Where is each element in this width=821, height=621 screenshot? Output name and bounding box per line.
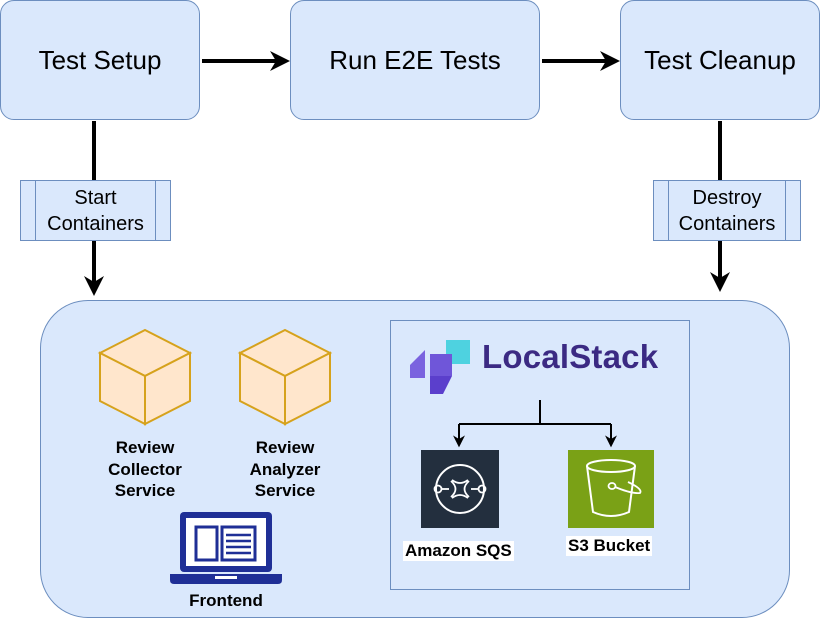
test-setup-step: Test Setup <box>0 0 200 120</box>
sqs-icon <box>421 450 499 528</box>
localstack-logo-icon <box>410 340 470 394</box>
review-collector-line1: Review <box>115 438 175 457</box>
destroy-containers-line2: Containers <box>678 212 776 235</box>
start-containers-line1: Start <box>74 186 117 209</box>
run-e2e-tests-step: Run E2E Tests <box>290 0 540 120</box>
review-analyzer-line3: Service <box>254 481 316 500</box>
start-containers-line2: Containers <box>47 212 144 235</box>
test-cleanup-step: Test Cleanup <box>620 0 820 120</box>
review-analyzer-line1: Review <box>255 438 315 457</box>
destroy-containers-box: Destroy Containers <box>653 180 801 241</box>
start-containers-box: Start Containers <box>20 180 171 241</box>
destroy-containers-line1: Destroy <box>692 186 762 209</box>
sqs-label: Amazon SQS <box>403 541 514 561</box>
cube-icon <box>237 328 333 426</box>
run-e2e-tests-label: Run E2E Tests <box>329 44 501 75</box>
frontend-label: Frontend <box>189 591 263 610</box>
review-collector-line3: Service <box>114 481 176 500</box>
review-analyzer-label: Review Analyzer Service <box>230 437 340 502</box>
cube-icon <box>97 328 193 426</box>
test-cleanup-label: Test Cleanup <box>644 44 796 75</box>
s3-bucket-icon <box>568 450 654 528</box>
localstack-wordmark: LocalStack <box>482 338 659 375</box>
review-analyzer-line2: Analyzer <box>249 459 321 479</box>
review-collector-line2: Collector <box>108 459 182 479</box>
laptop-icon <box>170 512 282 584</box>
review-collector-label: Review Collector Service <box>90 437 200 502</box>
s3-label: S3 Bucket <box>566 536 653 556</box>
test-setup-label: Test Setup <box>38 44 162 75</box>
